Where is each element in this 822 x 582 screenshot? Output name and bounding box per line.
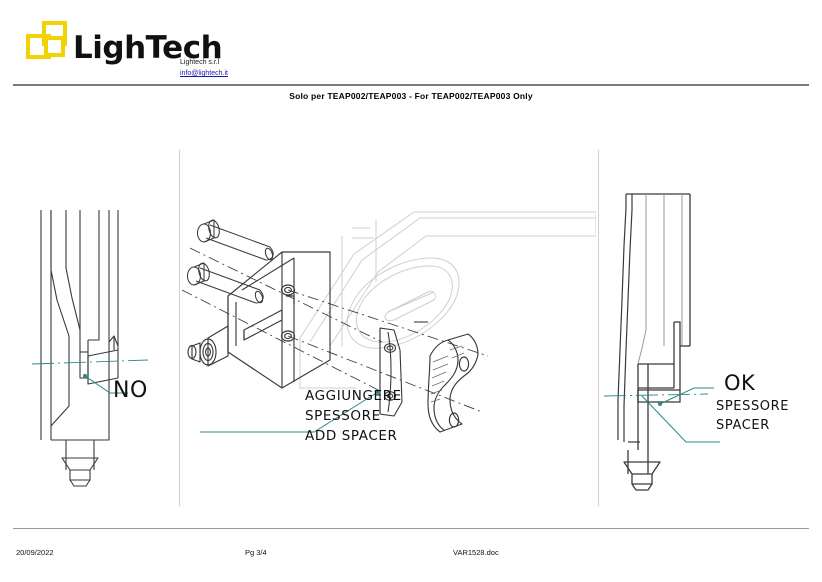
correct-mounting-view [602,150,812,506]
panel-divider-left [179,150,180,506]
fork-leg-without-spacer-drawing [31,210,149,487]
swingarm-bracket-exploded-drawing [182,211,596,433]
document-subtitle: Solo per TEAP002/TEAP003 - For TEAP002/T… [289,91,533,101]
fork-leg-with-spacer-drawing [603,193,720,491]
company-contact: Lightech s.r.l info@lightech.it [180,50,228,79]
company-email-link[interactable]: info@lightech.it [180,70,228,77]
footer-page-number: Pg 3/4 [245,548,267,557]
footer-filename: VAR1528.doc [453,548,499,557]
brand-logo-text: LighTech [73,30,223,66]
exploded-assembly-view [182,150,596,506]
footer-divider [13,528,809,529]
callout-add-spacer: AGGIUNGERE SPESSORE ADD SPACER [305,388,402,449]
document-footer: 20/09/2022 Pg 3/4 VAR1528.doc [13,548,809,562]
callout-spacer-label: SPACER [716,418,770,433]
document-header: LighTech Lightech s.r.l info@lightech.it… [0,0,822,101]
header-divider [13,84,809,86]
lightech-squares-logo-icon [26,21,67,59]
company-name: Lightech s.r.l [180,59,220,66]
incorrect-mounting-view [10,150,178,506]
panel-divider-right [598,150,599,506]
callout-spessore-label: SPESSORE [716,399,790,414]
footer-date: 20/09/2022 [16,548,54,557]
callout-no-label: NO [113,378,148,403]
callout-ok-label: OK [724,371,756,395]
brand-logo: LighTech [26,20,223,66]
callout-add-spacer-line1: AGGIUNGERE [305,388,402,404]
callout-add-spacer-line2: SPESSORE [305,407,381,424]
callout-add-spacer-line3: ADD SPACER [305,427,398,444]
